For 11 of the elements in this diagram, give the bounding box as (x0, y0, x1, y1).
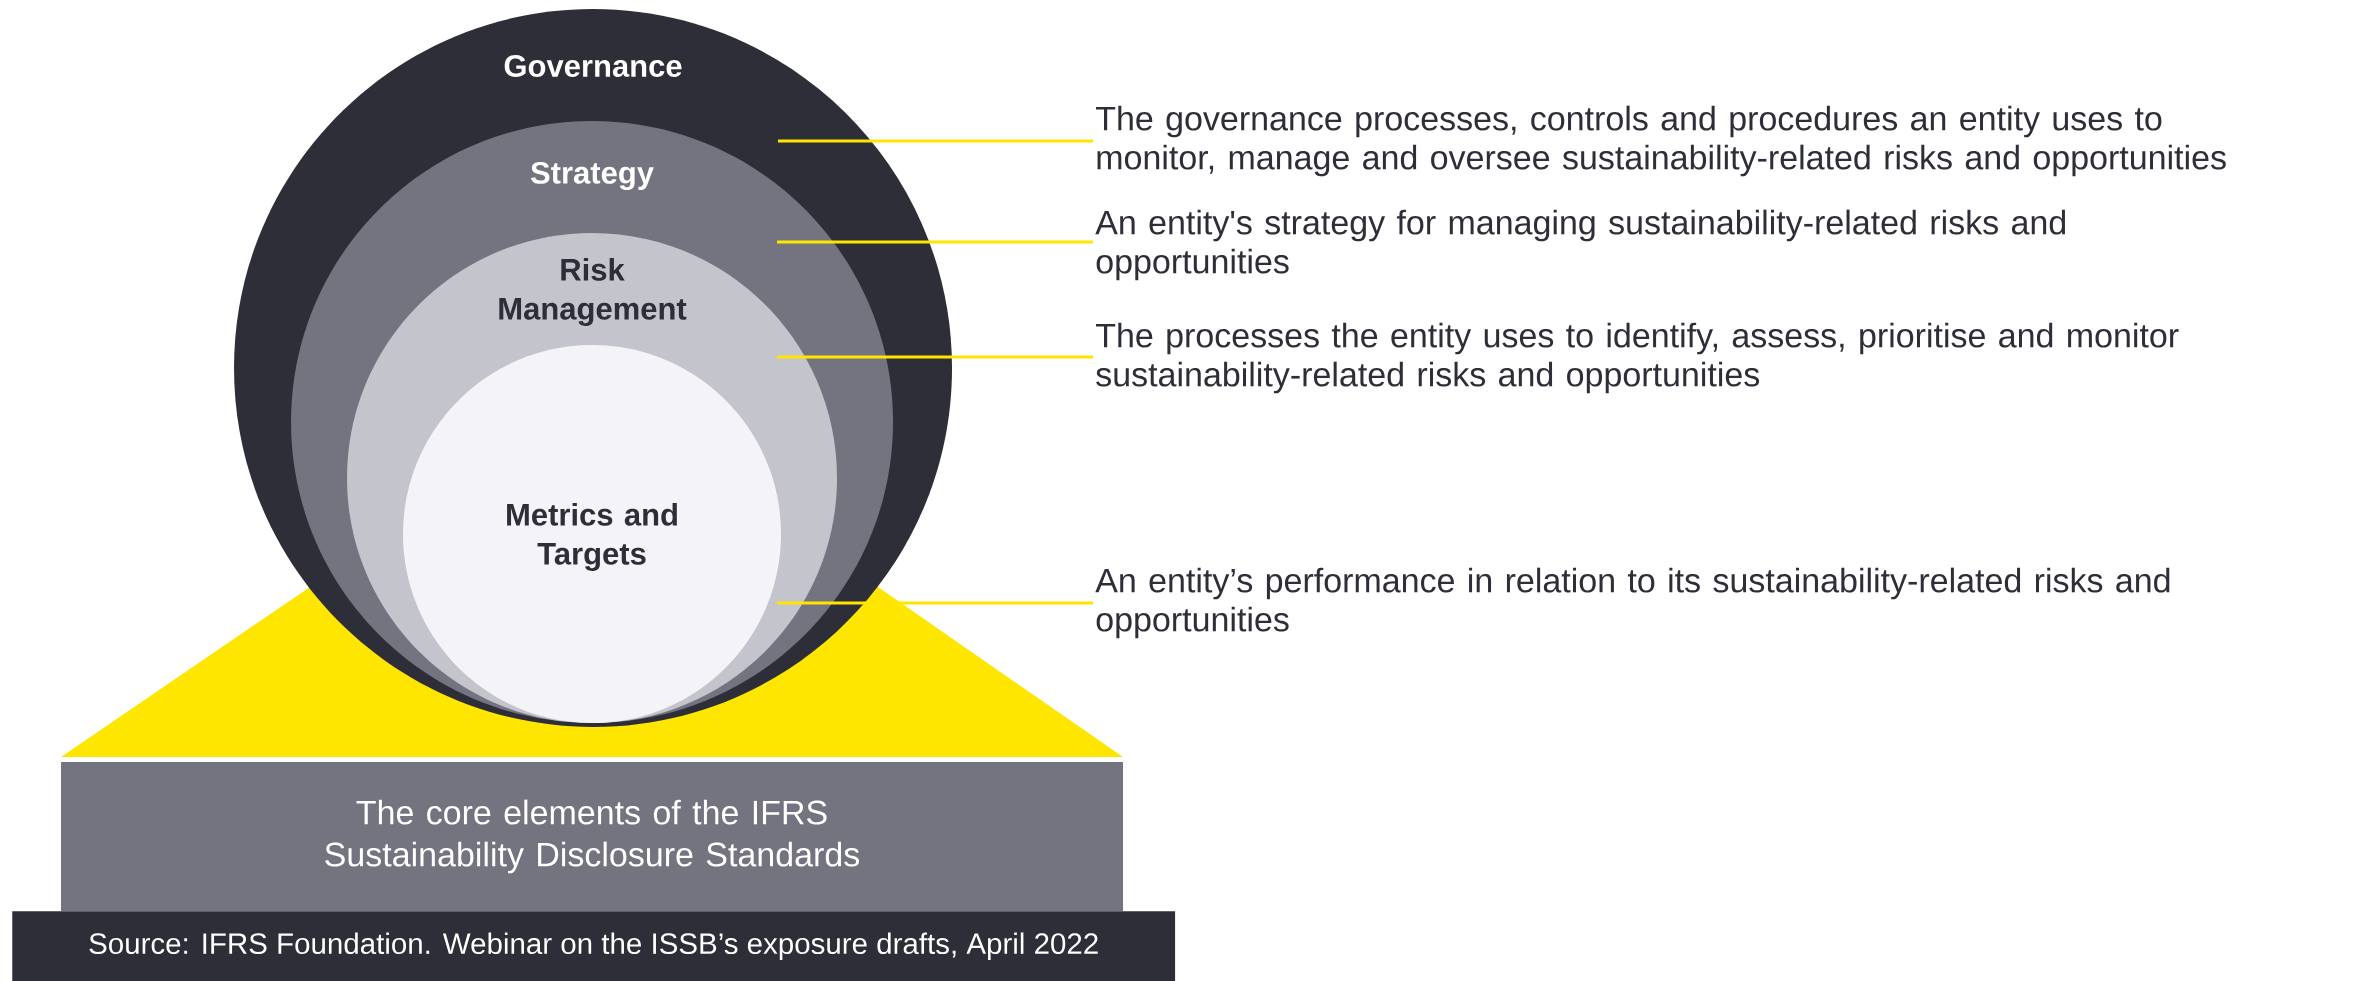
description-text: An entity’s performance in relation to its sustainability-related risks and opportunities (1095, 567, 2170, 639)
description-text: An entity's strategy for managing sustainability-related risks and opportunities (1095, 209, 2066, 281)
description-text: The governance processes, controls and procedures an entity uses to monitor, manage and oversee sustainability-related risks and opportunities (1096, 105, 2226, 177)
leader-line (778, 139, 1093, 143)
title-banner: The core elements of the IFRS Sustainability Disclosure Standards (61, 762, 1123, 911)
leader-line (777, 601, 1093, 605)
leader-line (777, 355, 1093, 359)
source-bar: Source: IFRS Foundation. Webinar on the ISSB’s exposure drafts, April 2022 (12, 911, 1176, 981)
circle-layer: Metrics and Targets (403, 345, 781, 723)
leader-line (777, 240, 1093, 244)
description-text: The processes the entity uses to identify, assess, prioritise and monitor sustainability-related risks and opportunities (1096, 322, 2179, 394)
